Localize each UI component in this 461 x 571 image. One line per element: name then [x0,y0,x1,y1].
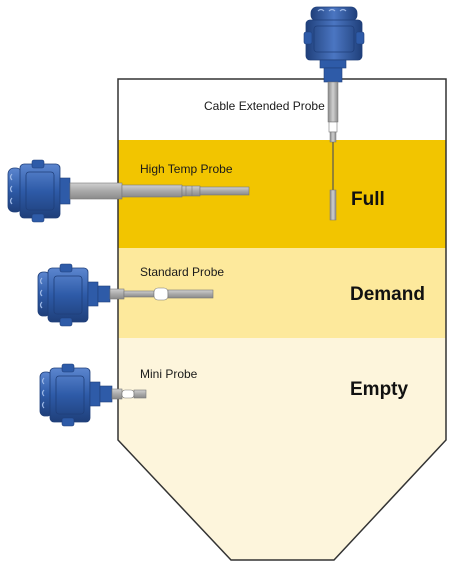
mini-probe [39,363,147,427]
full-level-label: Full [351,189,385,210]
bin-vessel [118,79,446,560]
probe-housing-icon [39,363,113,427]
standard-probe-label: Standard Probe [140,265,224,279]
standard-probe [37,263,214,327]
probe-housing-icon [37,263,111,327]
bin-outline [117,78,447,561]
demand-level-label: Demand [350,284,425,305]
high-temp-probe [7,159,250,223]
empty-level-label: Empty [350,379,409,400]
mini-probe-label: Mini Probe [140,367,198,381]
high-temp-probe-label: High Temp Probe [140,162,233,176]
empty-space-zone [118,79,446,140]
probe-housing-icon [7,159,71,223]
probe-housing-icon [303,6,365,83]
cable-extended-probe [303,6,365,221]
cable-extended-probe-label: Cable Extended Probe [204,99,325,113]
